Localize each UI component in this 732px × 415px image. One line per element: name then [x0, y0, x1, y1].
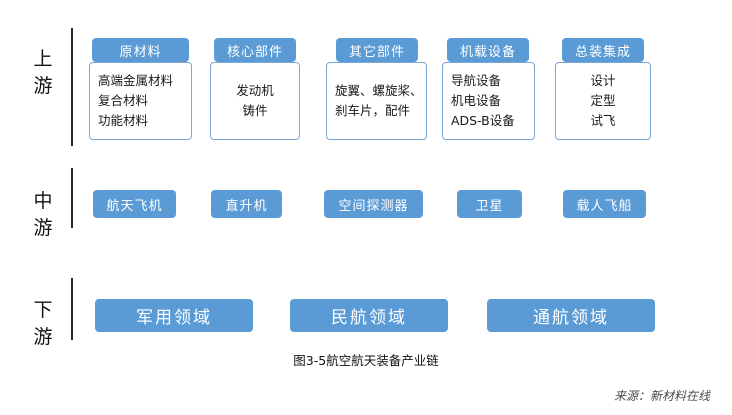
upstream-item: ADS-B设备: [451, 113, 515, 128]
upstream-item: 导航设备: [451, 73, 502, 88]
upstream-body-final-assembly: 设计 定型 试飞: [555, 62, 651, 140]
upstream-header-raw-materials[interactable]: 原材料: [92, 38, 189, 62]
upstream-item: 试飞: [590, 113, 616, 128]
upstream-item: 机电设备: [451, 93, 502, 108]
upstream-item: 功能材料: [98, 113, 149, 128]
upstream-header-core-components[interactable]: 核心部件: [214, 38, 296, 62]
tier-label-downstream: 下 游: [33, 299, 55, 348]
upstream-item: 刹车片，配件: [335, 103, 411, 118]
midstream-item-helicopter[interactable]: 直升机: [211, 190, 282, 218]
source-attribution: 来源：新材料在线: [613, 389, 710, 403]
upstream-item: 高端金属材料: [98, 73, 174, 88]
upstream-body-core-components: 发动机 铸件: [210, 62, 300, 140]
midstream-item-spaceplane[interactable]: 航天飞机: [93, 190, 176, 218]
upstream-item: 定型: [590, 93, 616, 108]
upstream-body-raw-materials: 高端金属材料 复合材料 功能材料: [89, 62, 192, 140]
upstream-item: 复合材料: [98, 93, 149, 108]
midstream-item-space-probe[interactable]: 空间探测器: [324, 190, 423, 218]
upstream-header-other-components[interactable]: 其它部件: [336, 38, 418, 62]
upstream-header-airborne-equipment[interactable]: 机载设备: [447, 38, 529, 62]
upstream-body-airborne-equipment: 导航设备 机电设备 ADS-B设备: [442, 62, 535, 140]
divider-line-upstream: [71, 28, 73, 146]
upstream-header-final-assembly[interactable]: 总装集成: [562, 38, 644, 62]
divider-line-midstream: [71, 168, 73, 228]
downstream-item-general-aviation[interactable]: 通航领域: [487, 299, 655, 332]
downstream-item-civil-aviation[interactable]: 民航领域: [290, 299, 448, 332]
figure-caption: 图3-5航空航天装备产业链: [293, 353, 439, 368]
upstream-item: 发动机: [236, 83, 274, 98]
midstream-item-satellite[interactable]: 卫星: [457, 190, 522, 218]
midstream-item-crewed-spacecraft[interactable]: 载人飞船: [563, 190, 646, 218]
upstream-item: 旋翼、螺旋桨、: [335, 83, 423, 98]
upstream-item: 铸件: [242, 103, 268, 118]
upstream-body-other-components: 旋翼、螺旋桨、 刹车片，配件: [326, 62, 427, 140]
divider-line-downstream: [71, 278, 73, 340]
downstream-item-military[interactable]: 军用领域: [95, 299, 253, 332]
tier-label-upstream: 上 游: [33, 48, 55, 97]
tier-label-midstream: 中 游: [33, 190, 55, 239]
upstream-item: 设计: [590, 73, 616, 88]
